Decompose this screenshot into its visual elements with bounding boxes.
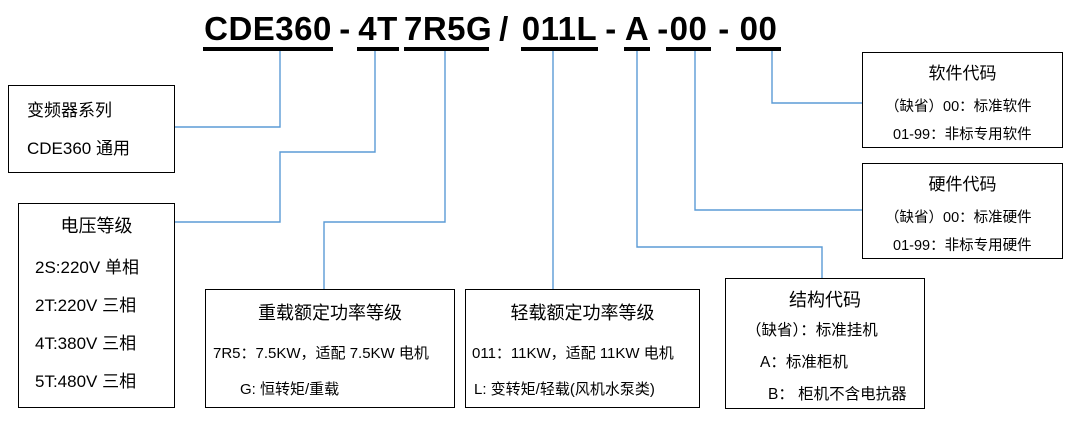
structure-code-line: A：标准柜机 <box>760 354 848 371</box>
leader-voltage <box>175 51 376 223</box>
title-separator-dash: - <box>718 10 730 47</box>
voltage-option: 2S:220V 单相 <box>35 258 139 277</box>
structure-code-line: （缺省）：标准挂机 <box>746 322 878 339</box>
hardware-code-line: （缺省）00：标准硬件 <box>885 210 1032 226</box>
software-code-line: （缺省）00：标准软件 <box>885 99 1032 115</box>
heavy-load-power-line: G: 恒转矩/重载 <box>240 381 340 398</box>
leader-structure <box>636 51 823 278</box>
inverter-series-label: 变频器系列 <box>27 101 112 120</box>
title-segment-voltage-code: 4T <box>357 10 399 51</box>
title-separator-dash: - <box>605 10 617 47</box>
software-code-box: 软件代码 （缺省）00：标准软件 01-99：非标专用软件 <box>862 52 1063 148</box>
voltage-level-box: 电压等级 2S:220V 单相 2T:220V 三相 4T:380V 三相 5T… <box>18 203 175 408</box>
voltage-level-title: 电压等级 <box>60 216 133 236</box>
structure-code-title: 结构代码 <box>789 290 861 310</box>
voltage-option: 2T:220V 三相 <box>35 296 137 315</box>
title-separator-slash: / <box>499 10 509 47</box>
voltage-option: 4T:380V 三相 <box>35 334 137 353</box>
title-segment-light-power-code: 011L <box>521 10 598 51</box>
title-separator-dash: - <box>339 10 351 47</box>
light-load-power-line: L: 变转矩/轻载(风机水泵类) <box>474 381 655 398</box>
voltage-option: 5T:480V 三相 <box>35 372 137 391</box>
leader-series <box>175 51 281 128</box>
title-segment-heavy-power-code: 7R5G <box>404 10 492 51</box>
heavy-load-power-line: 7R5：7.5KW，适配 7.5KW 电机 <box>213 345 429 362</box>
title-segment-structure-code: A <box>624 10 650 51</box>
inverter-series-value: CDE360 通用 <box>27 139 130 158</box>
title-separator-dash: - <box>657 10 669 47</box>
light-load-power-box: 轻载额定功率等级 011：11KW，适配 11KW 电机 L: 变转矩/轻载(风… <box>465 289 700 408</box>
software-code-line: 01-99：非标专用软件 <box>893 127 1032 143</box>
heavy-load-power-box: 重载额定功率等级 7R5：7.5KW，适配 7.5KW 电机 G: 恒转矩/重载 <box>205 289 455 408</box>
hardware-code-title: 硬件代码 <box>928 175 997 194</box>
title-segment-hardware-code: 00 <box>666 10 711 51</box>
software-code-title: 软件代码 <box>928 64 997 83</box>
title-segment-series-code: CDE360 <box>203 10 333 51</box>
light-load-power-title: 轻载额定功率等级 <box>510 303 655 323</box>
inverter-series-box: 变频器系列 CDE360 通用 <box>8 85 175 173</box>
leader-heavy-power <box>323 51 446 289</box>
hardware-code-box: 硬件代码 （缺省）00：标准硬件 01-99：非标专用硬件 <box>862 163 1063 259</box>
light-load-power-line: 011：11KW，适配 11KW 电机 <box>472 345 674 362</box>
structure-code-line: B： 柜机不含电抗器 <box>768 386 907 403</box>
structure-code-box: 结构代码 （缺省）：标准挂机 A：标准柜机 B： 柜机不含电抗器 <box>725 278 925 409</box>
heavy-load-power-title: 重载额定功率等级 <box>258 303 402 323</box>
title-segment-software-code: 00 <box>736 10 781 51</box>
leader-software <box>771 51 862 104</box>
hardware-code-line: 01-99：非标专用硬件 <box>893 238 1032 254</box>
leader-hardware <box>694 51 862 211</box>
